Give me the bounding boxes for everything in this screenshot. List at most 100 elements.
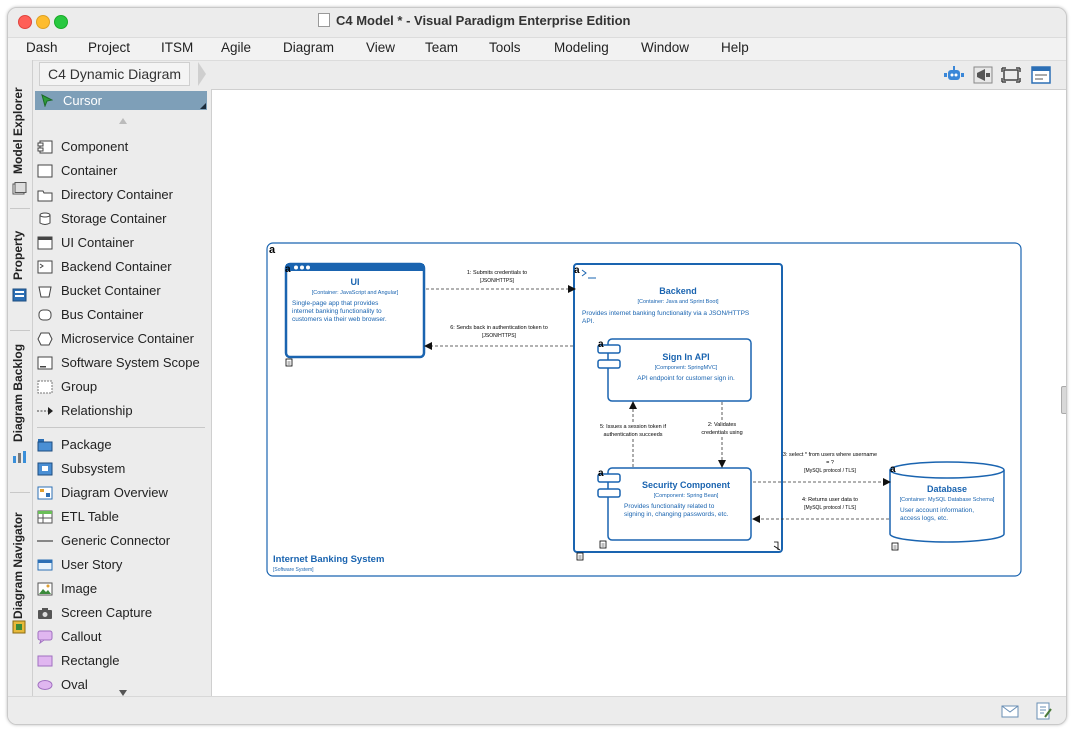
menu-help[interactable]: Help bbox=[721, 40, 749, 55]
ui-note-icon bbox=[285, 358, 293, 367]
relationship-5[interactable]: 5: Issues a session token if authenticat… bbox=[596, 401, 670, 467]
backend-name: Backend bbox=[659, 286, 697, 296]
relationship-2[interactable]: 2: Validates credentials using bbox=[698, 402, 746, 468]
database-name: Database bbox=[927, 484, 967, 494]
ui-description-line: internet banking functionality to bbox=[292, 308, 382, 315]
diagram-canvas[interactable]: a Internet Banking System [Software Syst… bbox=[211, 89, 1066, 696]
ui-stereotype-icon: a bbox=[285, 264, 291, 275]
menu-window[interactable]: Window bbox=[641, 40, 690, 55]
package-icon bbox=[37, 439, 53, 452]
robot-icon[interactable] bbox=[944, 66, 964, 84]
boundary-type: [Software System] bbox=[273, 567, 314, 573]
tab-diagram-navigator-label: Diagram Navigator bbox=[11, 512, 25, 619]
cursor-icon bbox=[41, 94, 53, 107]
database-technology: [Container: MySQL Database Schema] bbox=[900, 497, 995, 503]
relationship-2-label-line: credentials using bbox=[701, 430, 742, 436]
app-window: C4 Model * - Visual Paradigm Enterprise … bbox=[7, 7, 1067, 725]
edit-document-icon[interactable] bbox=[1036, 702, 1052, 720]
menu-team[interactable]: Team bbox=[425, 40, 459, 55]
palette-separator bbox=[37, 427, 205, 428]
relationship-1[interactable]: 1: Submits credentials to [JSON/HTTPS] bbox=[426, 270, 576, 293]
tab-property-label: Property bbox=[11, 230, 25, 280]
canvas-splitter-handle[interactable] bbox=[1061, 386, 1066, 414]
callout-icon bbox=[37, 630, 53, 644]
sign-in-name: Sign In API bbox=[662, 352, 709, 362]
bucket-icon bbox=[38, 286, 52, 298]
zoom-window-button[interactable] bbox=[54, 15, 68, 29]
relationship-5-label-line: 5: Issues a session token if bbox=[600, 424, 667, 430]
tab-separator bbox=[10, 492, 30, 493]
relationship-arrow-icon bbox=[37, 407, 53, 415]
minimize-window-button[interactable] bbox=[36, 15, 50, 29]
menu-modeling[interactable]: Modeling bbox=[554, 40, 609, 55]
mail-icon[interactable] bbox=[1001, 705, 1019, 718]
ui-description-line: customers via their web browser. bbox=[292, 316, 387, 323]
diagram-panel-icon[interactable] bbox=[1031, 66, 1051, 84]
backend-container-icon bbox=[37, 260, 53, 274]
menu-diagram[interactable]: Diagram bbox=[283, 40, 335, 55]
relationship-6-label: 6: Sends back in authentication token to bbox=[450, 325, 548, 331]
breadcrumb-arrow bbox=[198, 62, 206, 86]
menu-itsm[interactable]: ITSM bbox=[161, 40, 194, 55]
security-stereotype-icon: a bbox=[598, 468, 604, 479]
tab-diagram-backlog[interactable]: Diagram Backlog bbox=[8, 334, 32, 474]
group-icon bbox=[37, 380, 53, 394]
relationship-4[interactable]: 4: Returns user data to [MySQL protocol … bbox=[752, 497, 889, 523]
relationship-3[interactable]: 3: select * from users where username = … bbox=[753, 452, 891, 486]
relationship-4-label: 4: Returns user data to bbox=[802, 497, 858, 503]
menu-bar: Dash Project ITSM Agile Diagram View Tea… bbox=[8, 37, 1066, 61]
close-window-button[interactable] bbox=[18, 15, 32, 29]
menu-agile[interactable]: Agile bbox=[221, 40, 252, 55]
security-technology: [Component: Spring Bean] bbox=[654, 493, 719, 499]
tab-model-explorer[interactable]: Model Explorer bbox=[8, 66, 32, 206]
c4-dynamic-diagram: a Internet Banking System [Software Syst… bbox=[266, 242, 1022, 577]
tab-diagram-navigator[interactable]: Diagram Navigator bbox=[8, 496, 32, 636]
window-title: C4 Model * - Visual Paradigm Enterprise … bbox=[318, 13, 631, 28]
menu-tools[interactable]: Tools bbox=[489, 40, 521, 55]
security-description-line: signing in, changing passwords, etc. bbox=[624, 511, 729, 518]
document-icon bbox=[318, 13, 330, 27]
cursor-corner-marker bbox=[200, 103, 206, 109]
database-description-line: User account information, bbox=[900, 507, 974, 514]
backend-description-line: API. bbox=[582, 318, 594, 325]
side-tab-strip: Model Explorer Property Diagram Backlog … bbox=[8, 60, 33, 724]
tab-separator bbox=[10, 208, 30, 209]
boundary-name: Internet Banking System bbox=[273, 554, 384, 565]
database-note-icon bbox=[891, 542, 899, 551]
ui-technology: [Container: JavaScript and Angular] bbox=[312, 290, 399, 296]
scroll-up-arrow-icon[interactable] bbox=[118, 117, 128, 125]
menu-project[interactable]: Project bbox=[88, 40, 131, 55]
relationship-3-technology: [MySQL protocol / TLS] bbox=[804, 468, 856, 474]
relationship-6[interactable]: 6: Sends back in authentication token to… bbox=[424, 325, 573, 350]
relationship-2-label-line: 2: Validates bbox=[708, 422, 737, 428]
ui-description-line: Single-page app that provides bbox=[292, 300, 379, 307]
backend-description-line: Provides internet banking functionality … bbox=[582, 310, 750, 317]
property-icon bbox=[12, 288, 27, 302]
security-note-icon bbox=[599, 540, 607, 549]
scroll-down-arrow-icon[interactable] bbox=[118, 689, 128, 697]
etl-table-icon bbox=[37, 510, 53, 524]
menu-dash[interactable]: Dash bbox=[26, 40, 58, 55]
sign-in-api-component[interactable]: a Sign In API [Component: SpringMVC] API… bbox=[597, 338, 752, 402]
ui-container-icon bbox=[37, 236, 53, 250]
security-component[interactable]: a Security Component [Component: Spring … bbox=[597, 467, 752, 549]
diagram-palette: Cursor Component Container Directory Con… bbox=[33, 87, 211, 699]
relationship-1-technology: [JSON/HTTPS] bbox=[480, 278, 515, 284]
model-explorer-icon bbox=[12, 182, 27, 195]
window-dot-icon bbox=[300, 265, 304, 270]
menu-view[interactable]: View bbox=[366, 40, 396, 55]
fit-to-window-icon[interactable] bbox=[1001, 66, 1021, 84]
ui-container[interactable]: a UI [Container: JavaScript and Angular]… bbox=[284, 262, 426, 367]
megaphone-icon[interactable] bbox=[973, 66, 993, 84]
hexagon-icon bbox=[37, 332, 53, 346]
relationship-5-label-line: authentication succeeds bbox=[603, 432, 662, 438]
palette-cursor[interactable]: Cursor bbox=[35, 91, 207, 110]
resize-handle-icon[interactable] bbox=[773, 541, 781, 551]
tab-property[interactable]: Property bbox=[8, 212, 32, 332]
security-description-line: Provides functionality related to bbox=[624, 503, 715, 510]
diagram-backlog-icon bbox=[13, 451, 26, 463]
connector-line-icon bbox=[37, 540, 53, 542]
breadcrumb[interactable]: C4 Dynamic Diagram bbox=[39, 62, 191, 86]
tab-diagram-backlog-label: Diagram Backlog bbox=[11, 343, 25, 442]
database-container[interactable]: a Database [Container: MySQL Database Sc… bbox=[889, 461, 1005, 551]
